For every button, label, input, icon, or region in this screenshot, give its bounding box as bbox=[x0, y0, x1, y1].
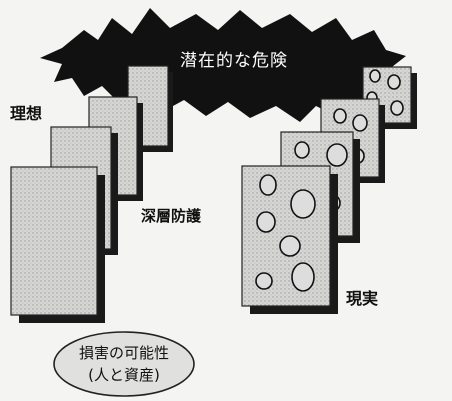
reality-slices bbox=[241, 66, 417, 314]
slice-hole bbox=[387, 74, 401, 90]
slice-hole bbox=[326, 143, 348, 167]
slice-hole bbox=[259, 174, 277, 196]
loss-label: 損害の可能性 (人と資産) bbox=[54, 342, 194, 386]
loss-label-line1: 損害の可能性 bbox=[78, 344, 169, 362]
slice-hole bbox=[294, 141, 310, 159]
slice-hole bbox=[369, 69, 381, 83]
loss-ellipse bbox=[53, 331, 195, 397]
slice-hole bbox=[256, 211, 276, 233]
slice-hole bbox=[279, 235, 301, 257]
hazard-label: 潜在的な危険 bbox=[180, 51, 288, 71]
defense-in-depth-label: 深層防護 bbox=[141, 207, 202, 225]
slice-hole bbox=[333, 108, 347, 124]
slice-hole bbox=[291, 262, 315, 292]
slice-hole bbox=[352, 114, 368, 132]
slice-hole bbox=[390, 100, 404, 116]
ideal-slice bbox=[10, 166, 98, 316]
slice-hole bbox=[255, 272, 273, 290]
ideal-slices bbox=[10, 65, 173, 323]
ideal-label: 理想 bbox=[10, 104, 43, 123]
reality-label: 現実 bbox=[346, 289, 379, 308]
slice-hole bbox=[290, 189, 316, 219]
loss-label-line2: (人と資産) bbox=[88, 366, 160, 384]
